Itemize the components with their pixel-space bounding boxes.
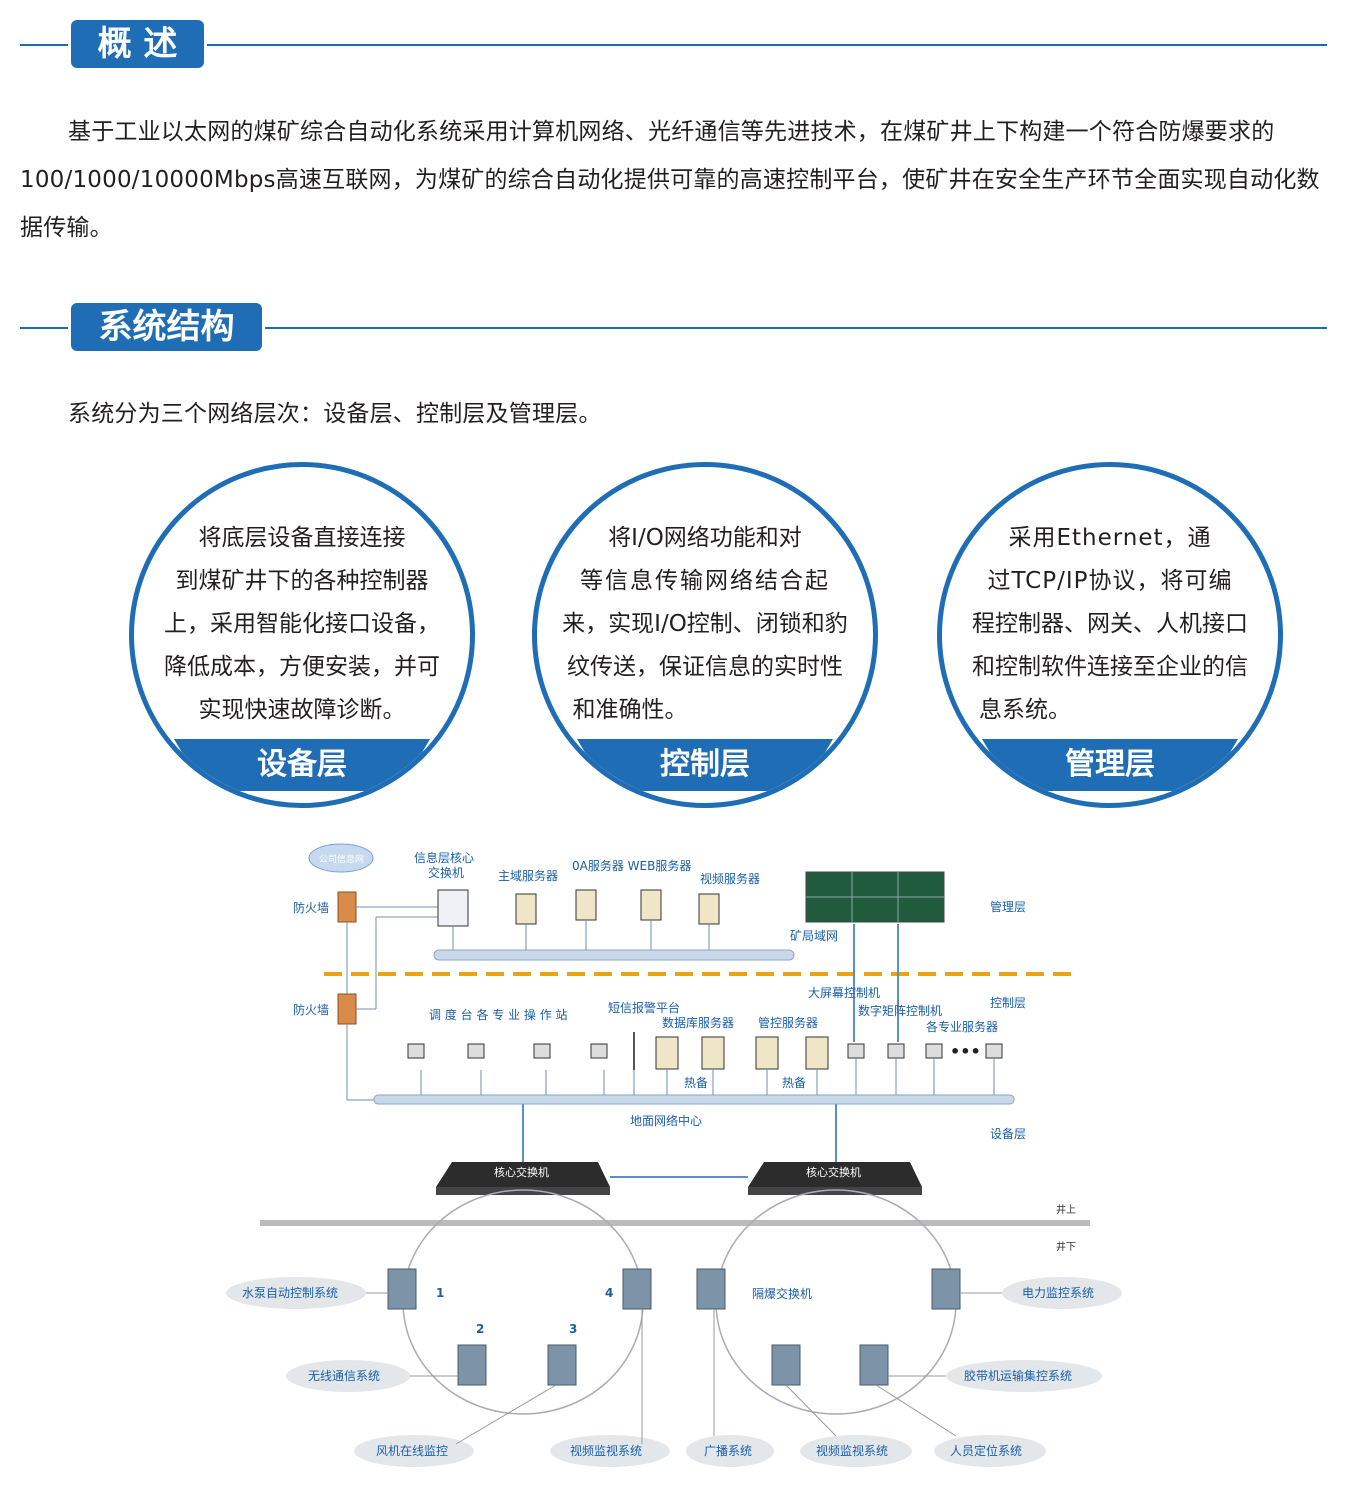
subsystem-personnel: 人员定位系统 [950, 1443, 1022, 1458]
server-icon [516, 894, 536, 924]
info-core-switch-icon [438, 890, 468, 926]
hot-standby-label: 热备 [782, 1076, 806, 1090]
node-number: 1 [436, 1286, 444, 1300]
layer-circle-device: 将底层设备直接连接 到煤矿井下的各种控制器 上，采用智能化接口设备， 降低成本，… [129, 462, 475, 808]
mine-lan-label: 矿局域网 [790, 929, 838, 943]
subsystem-video1: 视频监视系统 [570, 1443, 642, 1458]
subsystem-power: 电力监控系统 [1022, 1286, 1094, 1300]
ground-surface [260, 1220, 1090, 1226]
mgmt-bus [434, 950, 794, 960]
circle-line: 等信息传输网络结合起 [580, 560, 830, 603]
layer-label-device: 设备层 [990, 1127, 1026, 1141]
circle-line: 来，实现I/O控制、闭锁和豹 [562, 603, 848, 646]
cloud-label: 公司信息网 [319, 853, 364, 865]
section-heading-overview: 概 述 [71, 20, 204, 68]
circle-line: 程控制器、网关、人机接口 [972, 603, 1248, 646]
layer-circle-management: 采用Ethernet，通 过TCP/IP协议，将可编 程控制器、网关、人机接口 … [937, 462, 1283, 808]
server-icon [576, 890, 596, 920]
domain-server-label: 主域服务器 [498, 868, 558, 883]
circle-line: 息系统。 [979, 689, 1071, 732]
circle-line: 上，采用智能化接口设备， [164, 603, 440, 646]
node-number: 2 [476, 1322, 484, 1336]
ellipsis: ••• [950, 1042, 981, 1061]
circle-line: 实现快速故障诊断。 [199, 689, 406, 732]
circle-line: 采用Ethernet，通 [1008, 517, 1211, 560]
circle-line: 和准确性。 [573, 689, 688, 732]
server-icon [641, 890, 661, 920]
circle-title-management: 管理层 [982, 739, 1238, 791]
circle-title-device: 设备层 [174, 739, 430, 791]
circle-title-control: 控制层 [577, 739, 833, 791]
workstations [408, 1037, 1002, 1069]
subsystem-fan: 风机在线监控 [376, 1444, 448, 1458]
info-core-switch-label: 交换机 [428, 865, 464, 880]
circle-line: 将底层设备直接连接 [199, 517, 406, 560]
server-icon [699, 894, 719, 924]
sms-label: 短信报警平台 [608, 1000, 680, 1015]
section-divider-overview [20, 44, 1327, 46]
db-server-label: 数据库服务器 [662, 1015, 734, 1030]
below-label: 井下 [1056, 1240, 1076, 1253]
firewall-icon [338, 994, 356, 1024]
explosion-switch-label: 隔爆交换机 [752, 1286, 812, 1301]
circle-line: 降低成本，方便安装，并可 [164, 646, 440, 689]
core-switch-label: 核心交换机 [806, 1165, 861, 1179]
hot-standby-label: 热备 [684, 1076, 708, 1090]
ground-bus [374, 1095, 1014, 1104]
layer-circle-control: 将I/O网络功能和对 等信息传输网络结合起 来，实现I/O控制、闭锁和豹 纹传送… [532, 462, 878, 808]
circle-line: 和控制软件连接至企业的信 [972, 646, 1248, 689]
circle-line: 纹传送，保证信息的实时性 [567, 646, 843, 689]
overview-text: 基于工业以太网的煤矿综合自动化系统采用计算机网络、光纤通信等先进技术，在煤矿井上… [20, 108, 1330, 252]
section-heading-structure: 系统结构 [71, 303, 262, 351]
circle-line: 过TCP/IP协议，将可编 [987, 560, 1232, 603]
dispatch-label: 调 度 台 各 专 业 操 作 站 [429, 1007, 568, 1022]
matrix-label: 数字矩阵控制机 [858, 1003, 942, 1018]
ground-center-label: 地面网络中心 [630, 1113, 702, 1128]
structure-intro-text: 系统分为三个网络层次：设备层、控制层及管理层。 [20, 390, 1330, 438]
subsystem-broadcast: 广播系统 [704, 1444, 752, 1458]
above-label: 井上 [1056, 1203, 1076, 1216]
oa-web-server-label: 0A服务器 WEB服务器 [572, 858, 691, 873]
info-core-switch-label: 信息层核心 [414, 850, 474, 865]
layer-label-management: 管理层 [990, 899, 1026, 914]
core-switch-label: 核心交换机 [494, 1165, 549, 1179]
node-number: 3 [569, 1322, 577, 1336]
structure-intro: 系统分为三个网络层次：设备层、控制层及管理层。 [20, 390, 1330, 438]
explosion-switches [388, 1269, 960, 1385]
subsystem-pump: 水泵自动控制系统 [242, 1286, 338, 1300]
firewall-icon [338, 892, 356, 922]
big-screen-label: 大屏幕控制机 [808, 986, 880, 1000]
node-number: 4 [605, 1286, 613, 1300]
firewall-label: 防火墙 [293, 900, 329, 915]
overview-paragraph: 基于工业以太网的煤矿综合自动化系统采用计算机网络、光纤通信等先进技术，在煤矿井上… [20, 108, 1330, 252]
subsystem-video2: 视频监视系统 [816, 1443, 888, 1458]
circle-line: 将I/O网络功能和对 [608, 517, 802, 560]
ctrl-server-label: 管控服务器 [758, 1015, 818, 1030]
firewall-label: 防火墙 [293, 1002, 329, 1017]
subsystem-belt: 胶带机运输集控系统 [964, 1368, 1072, 1383]
layer-label-control: 控制层 [990, 996, 1026, 1010]
prof-servers-label: 各专业服务器 [926, 1019, 998, 1034]
subsystem-wireless: 无线通信系统 [308, 1369, 380, 1383]
circle-line: 到煤矿井下的各种控制器 [176, 560, 429, 603]
network-diagram: 公司信息网 防火墙 防火墙 信息层核心 交换机 主域服务器 0A服务器 WEB服… [216, 832, 1124, 1482]
video-server-label: 视频服务器 [700, 871, 760, 886]
